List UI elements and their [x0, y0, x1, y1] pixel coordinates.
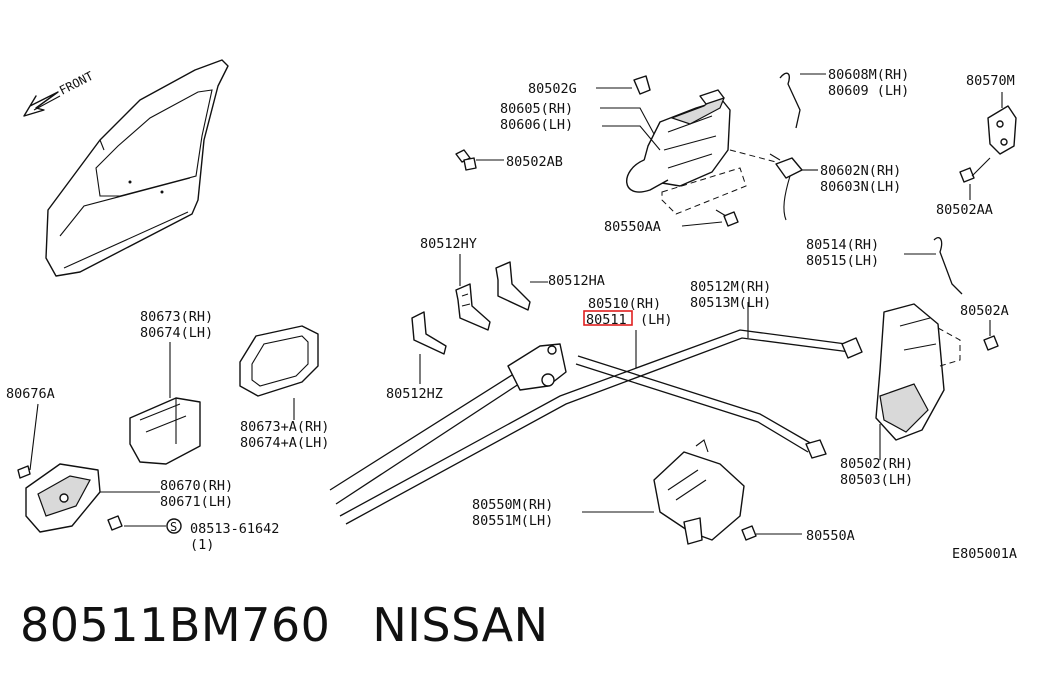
- label-80512HZ: 80512HZ: [386, 386, 443, 402]
- clip-80512HA: [495, 261, 548, 311]
- door-panel: [45, 59, 229, 277]
- label-80512HY: 80512HY: [420, 236, 477, 252]
- label-80515: 80515(LH): [806, 253, 879, 269]
- label-80603N: 80603N(LH): [820, 179, 901, 195]
- label-80511-lh: (LH): [640, 312, 673, 328]
- brand-name: NISSAN: [372, 598, 549, 652]
- part-number: 80511BM760: [20, 598, 331, 652]
- label-80602N: 80602N(RH): [820, 163, 901, 179]
- front-arrow-icon: [23, 91, 61, 117]
- diagram-code: E805001A: [952, 546, 1017, 562]
- label-80502G: 80502G: [528, 81, 577, 97]
- label-80512HA: 80512HA: [548, 273, 605, 289]
- label-80670: 80670(RH): [160, 478, 233, 494]
- outside-handle-part: [626, 75, 777, 215]
- label-80550A: 80550A: [806, 528, 855, 544]
- key-cylinder-80602N: [769, 153, 818, 221]
- highlight-box: [583, 310, 633, 326]
- front-label: FRONT: [57, 69, 96, 98]
- label-08513: 08513-61642: [190, 521, 279, 537]
- footer-caption: 80511BM760 NISSAN: [20, 598, 549, 652]
- label-80550M: 80550M(RH): [472, 497, 553, 513]
- lock-actuator-80502: [875, 303, 961, 460]
- rod-80608M: [779, 72, 801, 129]
- label-80502A: 80502A: [960, 303, 1009, 319]
- label-80674: 80674(LH): [140, 325, 213, 341]
- bolt-80550AA: [681, 209, 739, 227]
- label-80605: 80605(RH): [500, 101, 573, 117]
- label-80671: 80671(LH): [160, 494, 233, 510]
- label-80674A: 80674+A(LH): [240, 435, 329, 451]
- label-80551M: 80551M(LH): [472, 513, 553, 529]
- rod-80514: [933, 237, 963, 295]
- screw-08513: S: [107, 515, 182, 534]
- label-80673A: 80673+A(RH): [240, 419, 329, 435]
- label-80570M: 80570M: [966, 73, 1015, 89]
- inside-handle-80670: [17, 403, 160, 533]
- bolt-80502AB: [455, 149, 504, 171]
- label-80513M: 80513M(LH): [690, 295, 771, 311]
- bolt-80550A: [741, 525, 802, 541]
- label-80550AA: 80550AA: [604, 219, 661, 235]
- label-80510: 80510(RH): [588, 296, 661, 312]
- bolt-80502AA: [959, 157, 991, 200]
- rods: [329, 302, 863, 525]
- label-08513-qty: (1): [190, 537, 214, 553]
- clip-80512HZ: [411, 311, 447, 384]
- label-80676A: 80676A: [6, 386, 55, 402]
- svg-text:S: S: [170, 520, 177, 534]
- label-80502AB: 80502AB: [506, 154, 563, 170]
- label-80673: 80673(RH): [140, 309, 213, 325]
- inside-lock-80550M: [582, 439, 745, 545]
- striker-80570M: [987, 92, 1017, 155]
- bolt-80502A: [983, 320, 999, 351]
- bezel-80673A: [239, 325, 319, 420]
- label-80608M: 80608M(RH): [828, 67, 909, 83]
- label-80514: 80514(RH): [806, 237, 879, 253]
- label-80609: 80609 (LH): [828, 83, 909, 99]
- escutcheon-80673: [129, 342, 201, 465]
- label-80502AA: 80502AA: [936, 202, 993, 218]
- label-80511: 80511: [586, 312, 627, 328]
- label-80606: 80606(LH): [500, 117, 573, 133]
- label-80512M: 80512M(RH): [690, 279, 771, 295]
- leader-80605: [596, 87, 661, 151]
- label-80502: 80502(RH): [840, 456, 913, 472]
- clip-80512HY: [455, 254, 491, 331]
- label-80503: 80503(LH): [840, 472, 913, 488]
